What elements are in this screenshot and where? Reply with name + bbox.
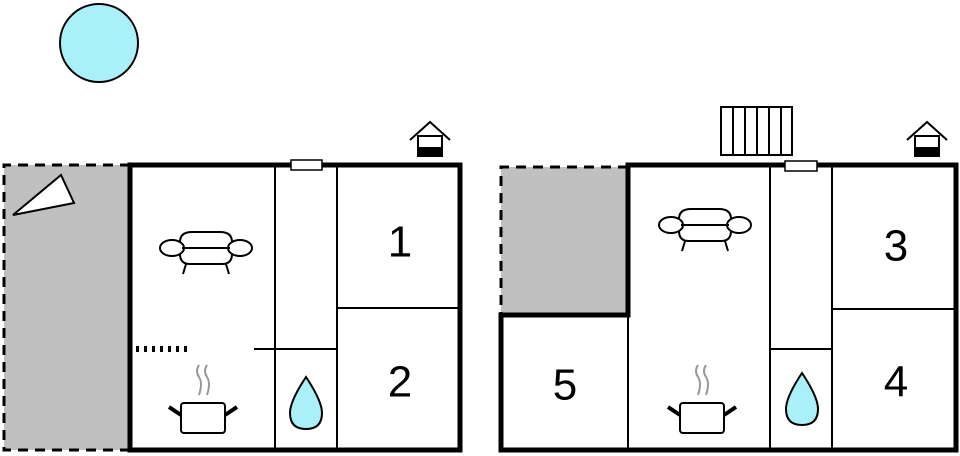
room-label-4: 4: [884, 358, 908, 407]
terrace: [501, 167, 628, 315]
window: [290, 159, 323, 171]
house-entrance-icon: [409, 121, 451, 157]
window: [784, 160, 818, 172]
right-unit: 3 4 5: [498, 106, 959, 453]
room-label-1: 1: [388, 218, 412, 267]
stairs-icon: [720, 106, 793, 156]
room-label-2: 2: [388, 358, 412, 407]
left-unit: 1 2: [2, 121, 463, 453]
room-label-3: 3: [884, 222, 908, 271]
room-label-5: 5: [553, 361, 577, 410]
sun-icon: [59, 3, 139, 83]
house-entrance-icon: [906, 121, 948, 157]
sun-lounger-icon: [12, 173, 76, 216]
